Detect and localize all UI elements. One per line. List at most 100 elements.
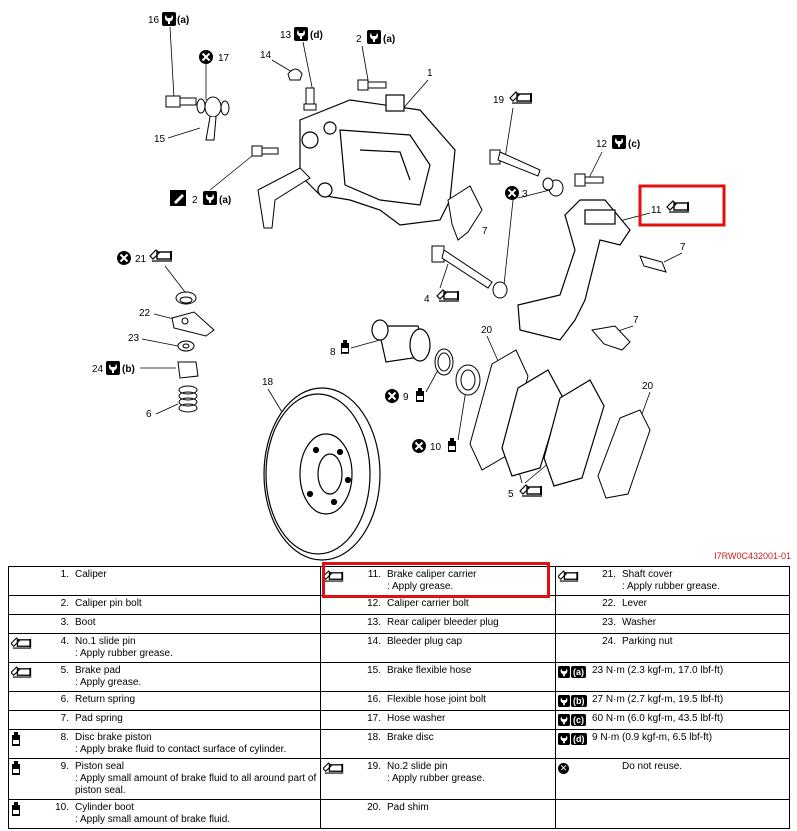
callout-3: 3 <box>503 185 551 286</box>
legend-item-name: Piston seal <box>75 761 124 772</box>
legend-item-note: : Apply small amount of brake fluid. <box>75 814 231 825</box>
piston-seal-9 <box>434 348 454 376</box>
legend-item-name: 9 N·m (0.9 kgf-m, 6.5 lbf-ft) <box>592 732 713 743</box>
svg-text:22: 22 <box>139 308 151 319</box>
torque-wrench-icon: (d) <box>558 732 592 746</box>
legend-item-number: 11. <box>367 569 381 580</box>
svg-text:20: 20 <box>642 381 654 392</box>
legend-item-number: 24. <box>602 636 616 647</box>
legend-row: 10. Cylinder boot: Apply small amount of … <box>8 799 790 829</box>
svg-text:16: 16 <box>148 15 160 26</box>
legend-cell: 3.Boot <box>8 614 321 634</box>
legend-item-note: : Apply grease. <box>75 677 142 688</box>
legend-item-text: 60 N·m (6.0 kgf-m, 43.5 lbf-ft) <box>592 713 786 725</box>
legend-item-name: Disc brake piston <box>75 732 152 743</box>
legend-item-name: Brake flexible hose <box>387 665 472 676</box>
callout-16: 16 (a) <box>148 12 189 99</box>
legend-cell: 24.Parking nut <box>555 633 790 663</box>
slide-pin-19 <box>489 149 541 177</box>
brake-fluid-bottle-icon <box>11 761 35 775</box>
legend-item-number: 22. <box>602 598 616 609</box>
callout-17: 17 <box>198 49 230 100</box>
legend-cell: 16. Flexible hose joint bolt <box>320 691 556 711</box>
legend-item-text: Boot <box>75 617 317 629</box>
legend-cell: 12.Caliper carrier bolt <box>320 595 556 615</box>
torque-wrench-icon: (b) <box>558 694 592 708</box>
legend-cell: 17.Hose washer <box>320 710 556 730</box>
legend-cell: ✕Do not reuse. <box>555 758 790 800</box>
legend-item-name: Brake disc <box>387 732 434 743</box>
legend-row: 9.Piston seal: Apply small amount of bra… <box>8 758 790 800</box>
legend-item-name: Lever <box>622 598 648 609</box>
callout-4: 4 <box>424 263 460 305</box>
svg-text:19: 19 <box>493 95 505 106</box>
legend-cell: 21.Shaft cover: Apply rubber grease. <box>555 566 790 596</box>
legend-item-name: Shaft cover <box>622 569 673 580</box>
slide-pin-4 <box>431 245 493 289</box>
legend-item-name: Cylinder boot <box>75 802 134 813</box>
highlight-box-diagram <box>638 184 726 227</box>
legend-cell: 8.Disc brake piston: Apply brake fluid t… <box>8 729 321 759</box>
boot-3-upper <box>542 177 564 197</box>
legend-item-note: : Apply brake fluid to contact surface o… <box>75 744 287 755</box>
legend-item-text: Piston seal: Apply small amount of brake… <box>75 761 317 797</box>
legend-item-note: : Apply rubber grease. <box>387 773 485 784</box>
legend-item-number: 14. <box>367 636 381 647</box>
legend-item-text: Caliper carrier bolt <box>387 598 552 610</box>
piston-8 <box>371 319 431 363</box>
svg-text:5: 5 <box>508 489 514 500</box>
legend-row: 4.No.1 slide pin: Apply rubber grease.14… <box>8 633 790 663</box>
legend-cell: 20.Pad shim <box>320 799 556 829</box>
svg-text:4: 4 <box>424 294 430 305</box>
legend-row: 8.Disc brake piston: Apply brake fluid t… <box>8 729 790 759</box>
svg-text:7: 7 <box>633 315 639 326</box>
legend-item-number: 16. <box>367 694 381 705</box>
legend-item-number: 5. <box>60 665 69 676</box>
legend-item-number: 6. <box>60 694 69 705</box>
pad-spring-7-a <box>447 185 483 241</box>
legend-item-name: 60 N·m (6.0 kgf-m, 43.5 lbf-ft) <box>592 713 724 724</box>
legend-item-text: 27 N·m (2.7 kgf-m, 19.5 lbf-ft) <box>592 694 786 706</box>
pad-spring-7-c <box>591 325 631 351</box>
figure-code: I7RW0C432001-01 <box>714 551 791 561</box>
svg-text:11: 11 <box>651 205 662 216</box>
legend-item-number: 10. <box>55 802 69 813</box>
callout-13: 13 (d) <box>280 27 323 93</box>
legend-item-name: Do not reuse. <box>622 761 683 772</box>
shaft-cover-21 <box>175 291 197 305</box>
svg-text:2: 2 <box>356 34 362 45</box>
exploded-brake-diagram: 16 (a) 13 (d) 2 (a) 17 14 1 19 15 12 <box>92 12 726 561</box>
legend-item-name: No.2 slide pin <box>387 761 448 772</box>
svg-text:1: 1 <box>427 68 433 79</box>
svg-text:15: 15 <box>154 134 166 145</box>
legend-item-text: 23 N·m (2.3 kgf-m, 17.0 lbf-ft) <box>592 665 786 677</box>
legend-item-name: Bleeder plug cap <box>387 636 463 647</box>
washer-23 <box>177 340 195 352</box>
legend-item-number: 18. <box>367 732 381 743</box>
grease-gun-icon <box>11 665 35 679</box>
callout-8: 8 FLD <box>330 339 381 358</box>
legend-item-text: Flexible hose joint bolt <box>387 694 552 706</box>
svg-text:8: 8 <box>330 347 336 358</box>
legend-item-text: Lever <box>622 598 786 610</box>
legend-cell: (b)27 N·m (2.7 kgf-m, 19.5 lbf-ft) <box>555 691 790 711</box>
callout-12: 12 (c) <box>587 135 640 181</box>
legend-item-note: : Apply rubber grease. <box>622 581 720 592</box>
legend-item-name: Boot <box>75 617 96 628</box>
svg-text:(b): (b) <box>122 364 135 375</box>
legend-item-text: Brake disc <box>387 732 552 744</box>
legend-item-text: Brake pad: Apply grease. <box>75 665 317 689</box>
legend-item-name: Rear caliper bleeder plug <box>387 617 499 628</box>
cylinder-boot-10 <box>455 364 481 396</box>
callout-20-b: 20 <box>641 381 654 415</box>
legend-cell: 15.Brake flexible hose <box>320 662 556 692</box>
caliper-pin-bolt-2-top <box>357 79 387 91</box>
legend-item-name: Caliper carrier bolt <box>387 598 469 609</box>
legend-item-number: 19. <box>367 761 381 772</box>
svg-text:2: 2 <box>192 195 198 206</box>
legend-cell: (d)9 N·m (0.9 kgf-m, 6.5 lbf-ft) <box>555 729 790 759</box>
